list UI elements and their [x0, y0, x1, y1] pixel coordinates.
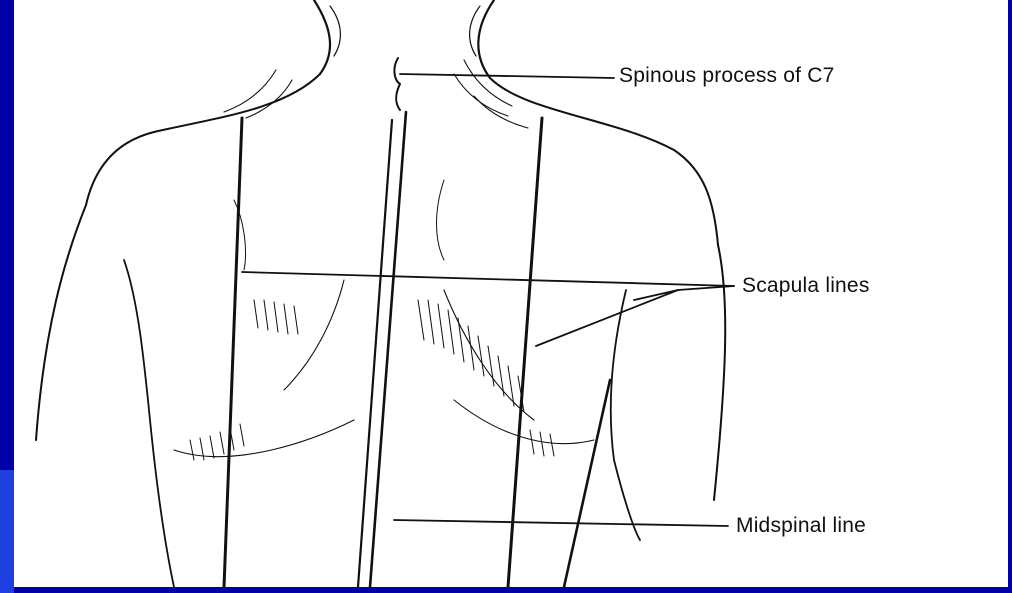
- neck-crease-left: [330, 6, 340, 56]
- back-shade-lower-right: [454, 400, 594, 444]
- arm-left-outer: [36, 205, 86, 440]
- scapula-horizontal-line: [242, 272, 734, 286]
- label-midspinal-line: Midspinal line: [736, 514, 866, 538]
- label-c7: Spinous process of C7: [619, 64, 834, 88]
- slide-edge-accent: [0, 470, 14, 593]
- scapula-line-right: [508, 118, 542, 587]
- scapula-line-right-lower: [564, 380, 610, 587]
- trapezius-left: [86, 74, 320, 205]
- scapula-leader-line-a: [678, 286, 734, 290]
- arm-left-inner: [124, 260, 174, 587]
- shoulder-shade-left-2: [246, 80, 292, 118]
- shoulder-shade-right-2: [454, 74, 508, 116]
- scapula-shade-right: [437, 180, 445, 260]
- arm-right-inner: [611, 290, 640, 540]
- back-shade-lower: [174, 420, 354, 457]
- neck-left-outline: [314, 0, 330, 74]
- back-shade-center-left: [284, 280, 344, 390]
- arm-right-outer: [714, 245, 725, 500]
- c7-process-bump: [394, 58, 400, 110]
- anatomy-figure: Spinous process of C7 Scapula lines Mids…: [14, 0, 1008, 587]
- trapezius-right: [490, 78, 718, 245]
- neck-right-outline: [478, 0, 494, 78]
- shoulder-shade-right-1: [464, 60, 512, 106]
- c7-leader-line: [400, 74, 614, 78]
- scapula-leader-line-b: [536, 290, 678, 346]
- scapula-line-left: [224, 118, 242, 587]
- label-scapula-lines: Scapula lines: [742, 274, 870, 298]
- midspinal-leader-line: [394, 520, 728, 526]
